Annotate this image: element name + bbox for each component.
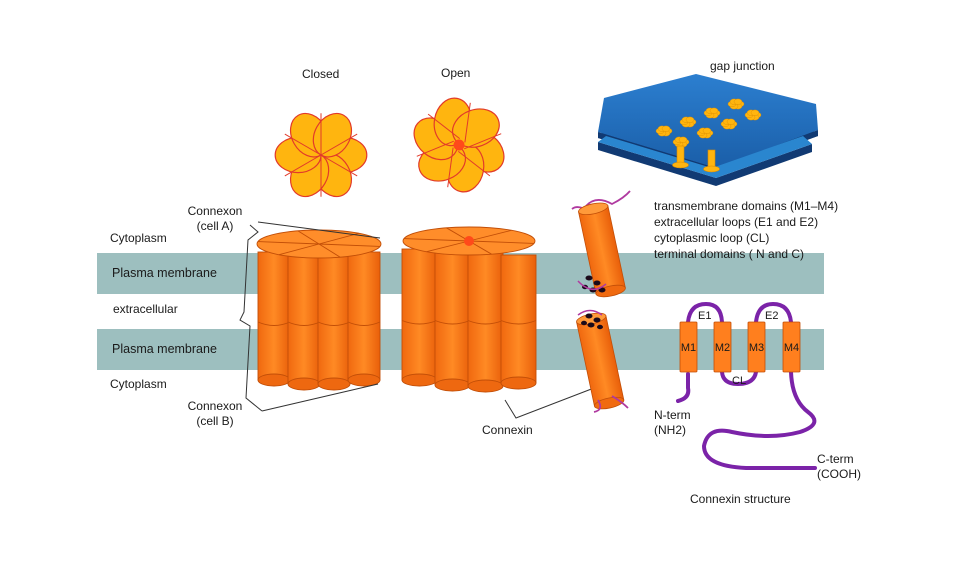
label-connexon-cell-a: Connexon (cell A) bbox=[180, 204, 250, 234]
connexin-single-bottom bbox=[576, 309, 629, 413]
gap-junction-illustration bbox=[598, 74, 818, 186]
label-cterm-line2: (COOH) bbox=[817, 467, 861, 481]
label-nterm-line1: N-term bbox=[654, 408, 691, 422]
label-connexon-b-line1: Connexon bbox=[187, 399, 243, 413]
label-connexin: Connexin bbox=[482, 423, 533, 437]
domain-m2 bbox=[713, 321, 732, 373]
label-closed: Closed bbox=[302, 67, 340, 81]
connexin-single-top bbox=[571, 190, 631, 298]
label-extracellular: extracellular bbox=[113, 302, 178, 316]
legend-extracellular-loops: extracellular loops (E1 and E2) bbox=[654, 215, 819, 229]
label-connexin-structure: Connexin structure bbox=[690, 492, 791, 506]
legend-transmembrane: transmembrane domains (M1–M4) bbox=[654, 199, 839, 213]
label-connexon-a-line1: Connexon bbox=[187, 204, 243, 218]
domain-m4 bbox=[782, 321, 801, 373]
label-open: Open bbox=[441, 66, 471, 80]
label-connexon-a-line2: (cell A) bbox=[196, 219, 234, 233]
legend-terminal-domains: terminal domains ( N and C) bbox=[654, 247, 805, 261]
closed-channel-flower bbox=[274, 112, 368, 198]
label-cterm-line1: C-term bbox=[817, 452, 854, 466]
label-cytoplasm-bottom: Cytoplasm bbox=[110, 377, 167, 391]
label-plasma-membrane-top: Plasma membrane bbox=[112, 266, 217, 280]
domain-m3 bbox=[747, 321, 766, 373]
label-plasma-membrane-bottom: Plasma membrane bbox=[112, 342, 217, 356]
label-connexon-b-line2: (cell B) bbox=[196, 414, 234, 428]
connexin-topology bbox=[676, 302, 817, 470]
label-m2: M2 bbox=[714, 342, 731, 354]
label-cl: CL bbox=[732, 375, 747, 387]
connexon-open bbox=[401, 226, 537, 393]
connexin-pointer bbox=[504, 387, 595, 419]
connexon-closed bbox=[256, 229, 382, 391]
label-m4: M4 bbox=[783, 342, 800, 354]
label-m1: M1 bbox=[680, 342, 697, 354]
label-m3: M3 bbox=[748, 342, 765, 354]
connexon-bracket bbox=[239, 221, 381, 412]
label-nterm: N-term (NH2) bbox=[654, 408, 691, 438]
label-cytoplasm-top: Cytoplasm bbox=[110, 231, 167, 245]
legend-cytoplasmic-loop: cytoplasmic loop (CL) bbox=[654, 231, 770, 245]
domain-m1 bbox=[679, 321, 698, 373]
label-nterm-line2: (NH2) bbox=[654, 423, 686, 437]
open-channel-flower bbox=[413, 97, 505, 193]
label-connexon-cell-b: Connexon (cell B) bbox=[180, 399, 250, 429]
label-gap-junction: gap junction bbox=[710, 59, 775, 73]
label-e1: E1 bbox=[698, 310, 712, 322]
label-e2: E2 bbox=[765, 310, 779, 322]
label-cterm: C-term (COOH) bbox=[817, 452, 861, 482]
